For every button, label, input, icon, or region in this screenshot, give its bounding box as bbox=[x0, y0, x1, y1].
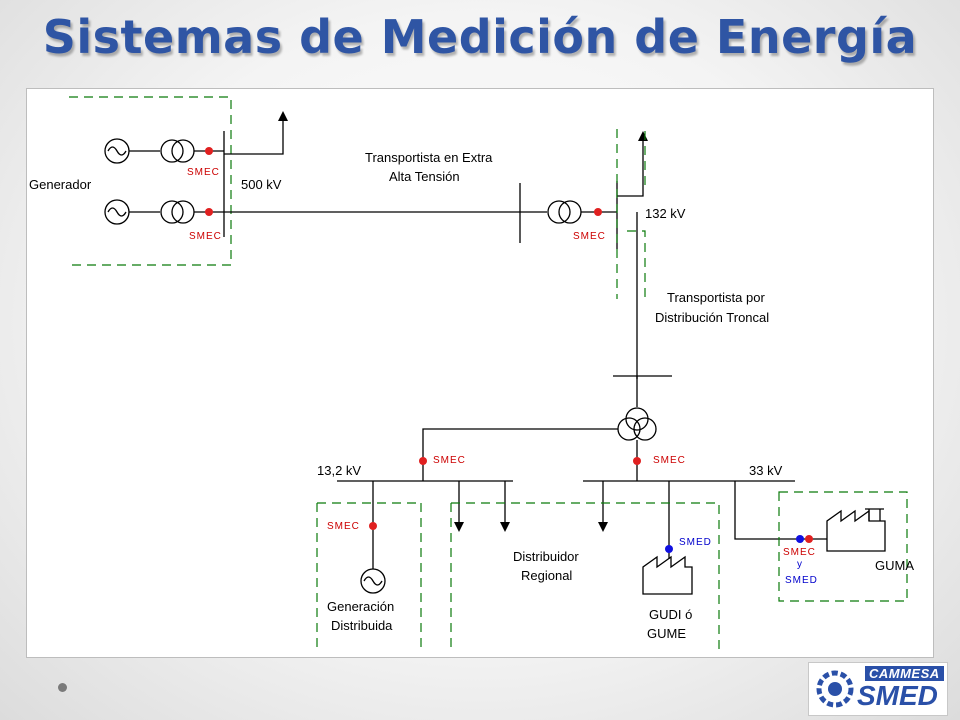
label-guma: GUMA bbox=[875, 558, 914, 573]
label-distribuidor-1: Distribuidor bbox=[513, 549, 579, 564]
label-gudi-1: GUDI ó bbox=[649, 607, 692, 622]
boundary-gd bbox=[316, 502, 422, 649]
generator-2 bbox=[104, 199, 224, 225]
transformer-icon bbox=[633, 417, 657, 441]
smed-meter-guma bbox=[796, 535, 804, 543]
arrow-down-icon bbox=[500, 522, 510, 532]
smec-meter-132-in bbox=[594, 208, 602, 216]
smec-meter-13kv-feed bbox=[419, 457, 427, 465]
diagram-panel: Generador 500 kV Transportista en Extra … bbox=[26, 88, 934, 658]
label-generador: Generador bbox=[29, 177, 92, 192]
label-guma-y: y bbox=[797, 559, 803, 570]
smec-meter-guma bbox=[805, 535, 813, 543]
label-33kv: 33 kV bbox=[749, 463, 783, 478]
smec-label: SMEC bbox=[187, 167, 220, 178]
single-line-diagram: Generador 500 kV Transportista en Extra … bbox=[29, 96, 914, 649]
cammesa-smed-logo: CAMMESA SMED bbox=[808, 662, 948, 716]
factory-guma-icon bbox=[826, 508, 886, 552]
transformer-icon bbox=[160, 139, 184, 163]
smec-label: SMEC bbox=[783, 547, 816, 558]
smec-meter-gen-1 bbox=[205, 147, 213, 155]
arrow-down-icon bbox=[598, 522, 608, 532]
label-transportista-extra-2: Alta Tensión bbox=[389, 169, 460, 184]
label-generacion-2: Distribuida bbox=[331, 618, 393, 633]
factory-gudi-icon bbox=[642, 555, 693, 595]
smec-label: SMEC bbox=[189, 231, 222, 242]
logo-cammesa-text: CAMMESA bbox=[865, 666, 944, 681]
label-generacion-1: Generación bbox=[327, 599, 394, 614]
smec-meter-gen-2 bbox=[205, 208, 213, 216]
label-transportista-dist-1: Transportista por bbox=[667, 290, 765, 305]
smec-meter-gd bbox=[369, 522, 377, 530]
distributed-generator-icon bbox=[360, 568, 386, 594]
transformer-icon bbox=[547, 200, 571, 224]
arrow-head-icon bbox=[638, 131, 648, 141]
generator-boundary bbox=[69, 96, 232, 266]
label-500kv: 500 kV bbox=[241, 177, 282, 192]
smec-label: SMEC bbox=[573, 231, 606, 242]
boundary-132kv-right bbox=[627, 131, 646, 299]
arrow-down-icon bbox=[454, 522, 464, 532]
snowflake-gear-icon bbox=[816, 670, 854, 708]
smed-label: SMED bbox=[785, 575, 818, 586]
arrow-icon bbox=[224, 119, 284, 155]
label-distribuidor-2: Regional bbox=[521, 568, 572, 583]
transformer-icon bbox=[625, 407, 649, 431]
arrow-head-icon bbox=[278, 111, 288, 121]
generator-1 bbox=[104, 138, 224, 164]
label-132kv: 132 kV bbox=[645, 206, 686, 221]
label-transportista-extra-1: Transportista en Extra bbox=[365, 150, 493, 165]
arrow-icon bbox=[617, 139, 644, 197]
bullet-dot-icon bbox=[58, 683, 67, 692]
smec-label: SMEC bbox=[653, 455, 686, 466]
smec-meter-33kv-feed bbox=[633, 457, 641, 465]
smec-label: SMEC bbox=[327, 521, 360, 532]
label-13kv: 13,2 kV bbox=[317, 463, 361, 478]
boundary-distribuidor bbox=[450, 502, 720, 649]
logo-smed-text: SMED bbox=[857, 680, 938, 711]
label-gudi-2: GUME bbox=[647, 626, 686, 641]
smed-label: SMED bbox=[679, 537, 712, 548]
label-transportista-dist-2: Distribución Troncal bbox=[655, 310, 769, 325]
slide-title: Sistemas de Medición de Energía bbox=[42, 10, 918, 64]
transformer-icon bbox=[160, 200, 184, 224]
smed-meter-gudi bbox=[665, 545, 673, 553]
smec-label: SMEC bbox=[433, 455, 466, 466]
